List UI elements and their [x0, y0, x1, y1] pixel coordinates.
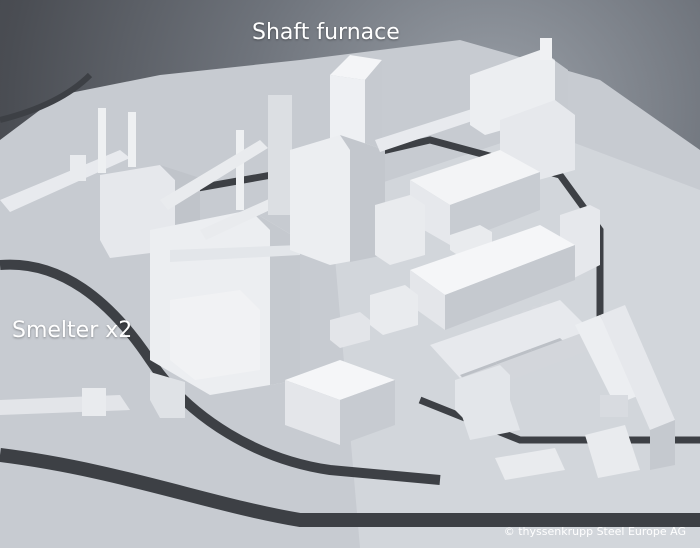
conveyor-left: [0, 150, 130, 212]
long-hall-top: [410, 150, 540, 205]
shed-right-1: [575, 315, 640, 405]
smelter-stack-c: [236, 130, 244, 210]
upper-right-plant-side: [540, 50, 568, 120]
road-outer-loop: [0, 448, 700, 527]
shed-right-2: [600, 305, 675, 430]
conveyor-diagonal-3: [170, 245, 300, 262]
shed-right-2-side: [650, 420, 675, 470]
shaft-furnace-base-side: [340, 135, 385, 262]
long-hall-front: [410, 180, 450, 245]
long-hall-side: [450, 172, 540, 245]
shaft-furnace-top: [330, 55, 382, 80]
lower-block-side: [340, 380, 395, 445]
slab-bottom-2: [460, 400, 520, 440]
lower-hall-side: [445, 245, 575, 330]
shaft-furnace-side: [365, 60, 382, 165]
upper-right-tower: [540, 38, 552, 60]
structure-tower: [268, 95, 292, 215]
label-smelter: Smelter x2: [12, 318, 133, 343]
conveyor-diagonal-1: [160, 140, 268, 210]
slab-bottom-1: [495, 448, 565, 480]
smelter-stack-b: [128, 112, 136, 167]
bottom-gate-hopper: [150, 372, 185, 418]
block-small-1: [370, 285, 418, 335]
label-shaft-furnace: Shaft furnace: [252, 20, 400, 45]
copyright-credit: © thyssenkrupp Steel Europe AG: [503, 525, 686, 538]
lower-hall-front: [410, 270, 445, 330]
annex-left: [375, 195, 425, 265]
road-south-lower: [418, 396, 700, 444]
bottom-gate-block: [82, 388, 106, 416]
block-small-2: [330, 312, 370, 348]
lower-hall-top: [410, 225, 575, 295]
small-tower-left: [70, 155, 86, 181]
smelter-stack-a: [98, 108, 106, 173]
shed-right-3: [585, 425, 640, 478]
basin-row-top: [430, 300, 590, 378]
tank-cluster: [600, 395, 628, 417]
road-top-left: [0, 72, 93, 123]
smelter-2-annex: [170, 290, 260, 380]
lower-block-front: [285, 380, 340, 445]
road-west-curve: [0, 259, 441, 485]
